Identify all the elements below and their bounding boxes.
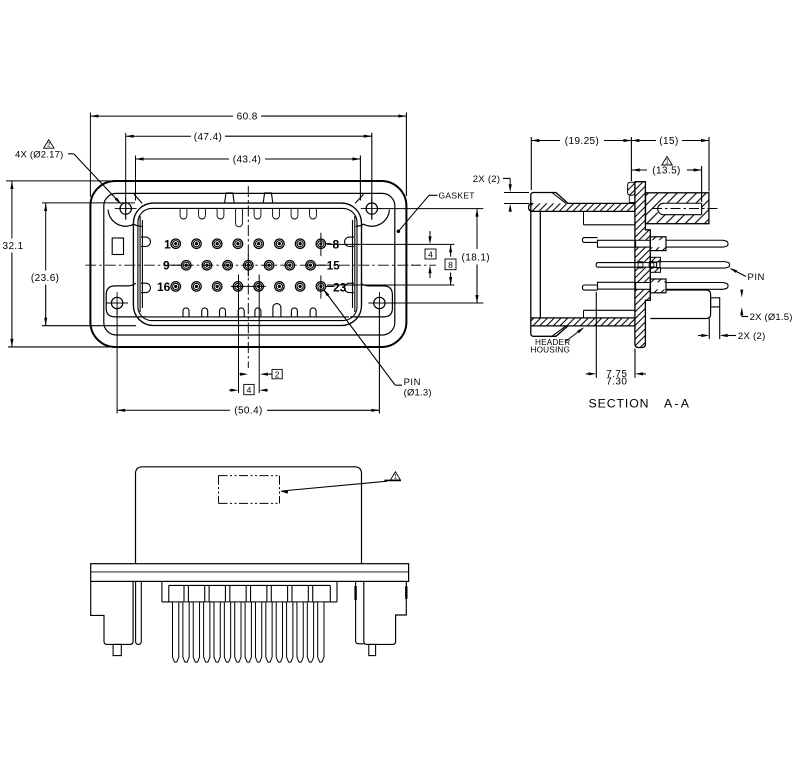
svg-text:GASKET: GASKET [439, 191, 475, 201]
svg-text:60.8: 60.8 [237, 112, 258, 123]
svg-text:PIN: PIN [748, 272, 765, 283]
svg-text:9: 9 [163, 259, 170, 273]
svg-text:SECTION: SECTION [589, 396, 650, 410]
svg-text:16: 16 [157, 280, 171, 294]
svg-text:4: 4 [247, 385, 252, 395]
svg-text:HEADER: HEADER [535, 338, 570, 347]
svg-text:4: 4 [428, 249, 433, 259]
svg-text:(47.4): (47.4) [194, 132, 223, 143]
svg-text:(Ø1.3): (Ø1.3) [404, 387, 432, 398]
svg-text:(43.4): (43.4) [233, 155, 262, 166]
svg-text:4X (Ø2.17): 4X (Ø2.17) [15, 150, 63, 161]
svg-text:15: 15 [327, 260, 340, 272]
svg-text:(18.1): (18.1) [462, 252, 491, 263]
svg-text:(15): (15) [659, 136, 678, 147]
svg-text:7.75: 7.75 [606, 369, 627, 380]
svg-text:2X (2): 2X (2) [738, 331, 766, 342]
svg-text:(50.4): (50.4) [234, 406, 263, 417]
svg-text:8: 8 [448, 260, 453, 270]
svg-text:2X (Ø1.5): 2X (Ø1.5) [750, 312, 793, 323]
svg-text:2: 2 [275, 369, 280, 379]
svg-text:(19.25): (19.25) [565, 136, 600, 147]
svg-text:HOUSING: HOUSING [531, 346, 571, 355]
svg-text:23: 23 [333, 281, 347, 295]
svg-text:2: 2 [47, 143, 51, 149]
svg-text:PIN: PIN [404, 377, 421, 388]
svg-text:A-A: A-A [664, 396, 691, 410]
svg-text:1: 1 [164, 237, 171, 251]
svg-text:32.1: 32.1 [3, 241, 24, 252]
svg-text:1: 1 [665, 159, 669, 165]
svg-text:7.30: 7.30 [606, 377, 627, 388]
svg-text:(23.6): (23.6) [31, 273, 60, 284]
svg-text:(13.5): (13.5) [652, 166, 681, 177]
svg-text:2X (2): 2X (2) [473, 174, 501, 185]
svg-text:1: 1 [394, 474, 398, 480]
